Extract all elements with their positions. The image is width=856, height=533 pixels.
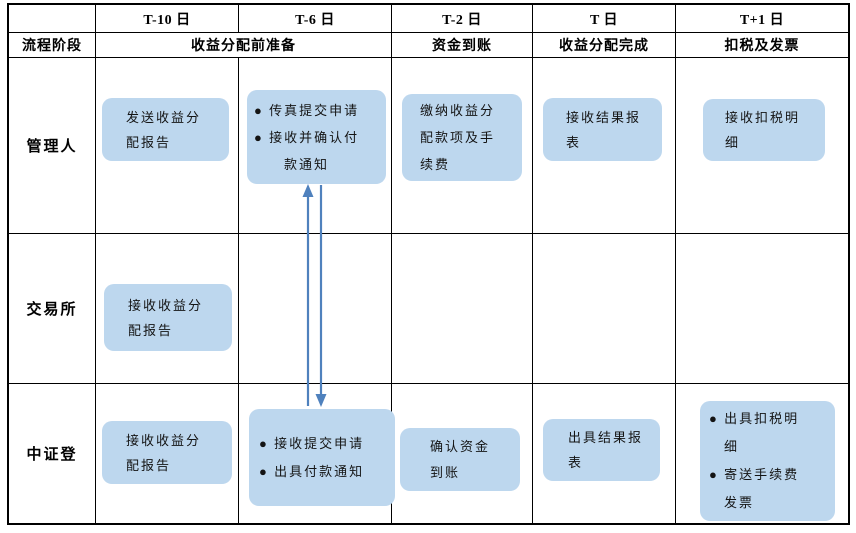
exchange-t-cell [532,233,675,383]
box-line: 接收收益分 [128,297,204,313]
csdc-t6-cell: ● 接收提交申请 ● 出具付款通知 [238,383,395,523]
manager-t2-box: 缴纳收益分 配款项及手 续费 [402,94,522,181]
exchange-t6-cell [238,233,391,383]
date-cell-t10: T-10 日 [95,5,238,32]
box-line: 接收扣税明 [725,110,801,125]
phase-cell-funds-arrival: 资金到账 [391,32,532,57]
stage-label-cell: 流程阶段 [9,32,95,57]
exchange-t10-cell: 接收收益分 配报告 [95,233,238,383]
corner-cell [9,5,95,32]
box-line: 配报告 [126,457,172,473]
box-line: 缴纳收益分 [420,103,496,118]
date-cell-t: T 日 [532,5,675,32]
box-line: 细 [709,439,740,454]
manager-t1-box: 接收扣税明 细 [703,99,825,161]
phase-cell-preparation: 收益分配前准备 [95,32,391,57]
exchange-t2-cell [391,233,532,383]
csdc-t1-cell: ● 出具扣税明 细 ● 寄送手续费 发票 [675,383,848,523]
csdc-t-cell: 出具结果报 表 [532,383,675,523]
box-line: ● 寄送手续费 [709,467,800,482]
box-line: 发票 [709,495,755,510]
box-line: ● 出具付款通知 [259,463,365,479]
lane-label-exchange: 交易所 [9,233,95,383]
manager-t1-cell: 接收扣税明 细 [675,57,848,233]
phase-cell-distribution-done: 收益分配完成 [532,32,675,57]
box-line: ● 传真提交申请 [254,102,360,118]
box-line: 出具结果报 [568,430,644,445]
exchange-t10-box: 接收收益分 配报告 [104,284,232,351]
manager-t6-cell: ● 传真提交申请 ● 接收并确认付 款通知 [238,57,391,233]
date-cell-t2: T-2 日 [391,5,532,32]
box-line: 续费 [420,157,451,172]
box-line: 接收收益分 [126,432,202,448]
date-cell-t1: T+1 日 [675,5,848,32]
box-line: 接收结果报 [566,109,642,125]
box-line: 确认资金 [430,438,491,454]
manager-t10-box: 发送收益分 配报告 [102,98,229,161]
box-line: 表 [568,455,584,470]
box-line: ● 出具扣税明 [709,411,800,426]
manager-t2-cell: 缴纳收益分 配款项及手 续费 [391,57,532,233]
swimlane-table: T-10 日 T-6 日 T-2 日 T 日 T+1 日 流程阶段 收益分配前准… [7,3,850,525]
csdc-t6-box: ● 接收提交申请 ● 出具付款通知 [249,409,395,506]
box-line: 表 [566,134,582,150]
csdc-t2-box: 确认资金 到账 [400,428,520,491]
lane-label-csdc: 中证登 [9,383,95,523]
exchange-t1-cell [675,233,848,383]
box-line: 配报告 [128,322,174,338]
manager-t10-cell: 发送收益分 配报告 [95,57,238,233]
box-line: ● 接收提交申请 [259,435,365,451]
csdc-t-box: 出具结果报 表 [543,419,660,481]
csdc-t2-cell: 确认资金 到账 [391,383,532,523]
csdc-t10-cell: 接收收益分 配报告 [95,383,238,523]
phase-cell-tax-invoice: 扣税及发票 [675,32,848,57]
manager-t-box: 接收结果报 表 [543,98,662,161]
csdc-t1-box: ● 出具扣税明 细 ● 寄送手续费 发票 [700,401,835,521]
manager-t6-box: ● 传真提交申请 ● 接收并确认付 款通知 [247,90,386,184]
box-line: 发送收益分 [126,109,202,125]
box-line: ● 接收并确认付 [254,129,360,145]
box-line: 配报告 [126,134,172,150]
box-line: 到账 [430,464,461,480]
box-line: 配款项及手 [420,130,496,145]
box-line: 细 [725,135,741,150]
box-line: 款通知 [254,156,330,172]
csdc-t10-box: 接收收益分 配报告 [102,421,232,484]
manager-t-cell: 接收结果报 表 [532,57,675,233]
lane-label-manager: 管理人 [9,57,95,233]
date-cell-t6: T-6 日 [238,5,391,32]
